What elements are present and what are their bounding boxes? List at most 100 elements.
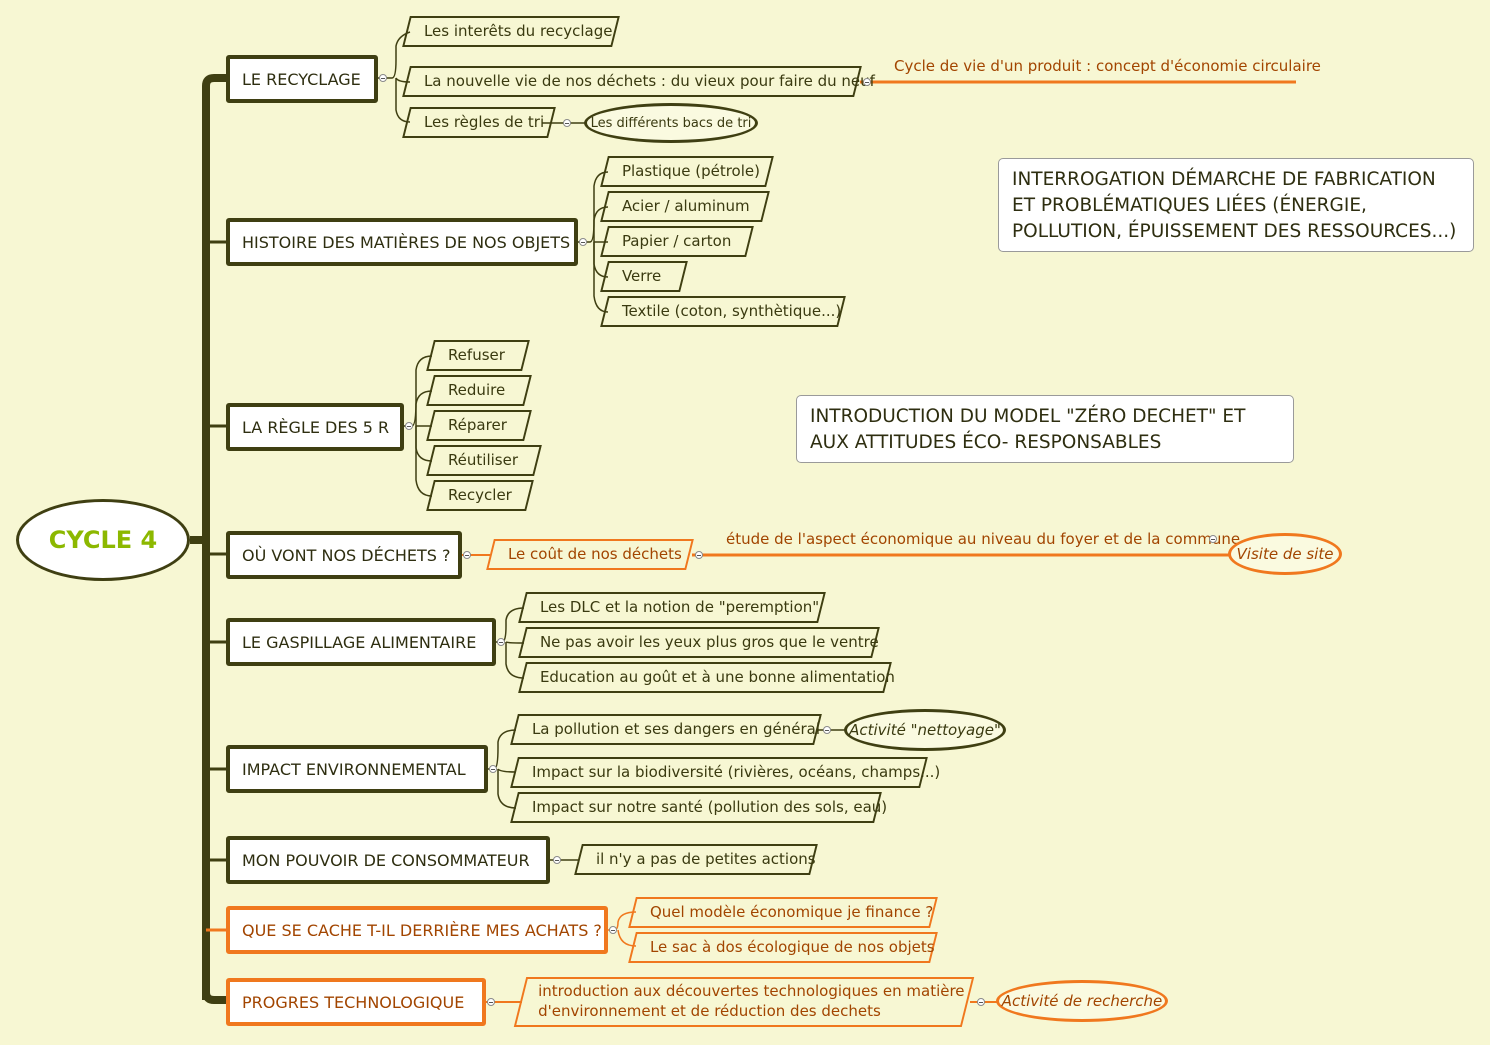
central-topic-label: CYCLE 4: [48, 526, 158, 554]
collapse-toggle-progres[interactable]: [487, 998, 495, 1006]
bubble-nettoyage-label: Activité "nettoyage": [849, 721, 1001, 739]
dechets-etude-note[interactable]: étude de l'aspect économique au niveau d…: [726, 530, 1240, 548]
collapse-toggle-regle5r[interactable]: [405, 422, 413, 430]
regle-reutiliser[interactable]: Réutiliser: [426, 445, 542, 476]
impact-pollution[interactable]: La pollution et ses dangers en général: [510, 714, 822, 745]
collapse-toggle-tri[interactable]: [563, 119, 571, 127]
branch-dechets-label: OÙ VONT NOS DÉCHETS ?: [242, 545, 451, 565]
regle-recycler[interactable]: Recycler: [426, 480, 534, 511]
recyclage-regles-tri[interactable]: Les règles de tri: [402, 107, 556, 138]
bubble-bacs-tri[interactable]: Les différents bacs de tri: [584, 103, 758, 143]
collapse-toggle-pollution[interactable]: [823, 726, 831, 734]
regle-reduire-label: Reduire: [447, 381, 506, 399]
gaspillage-dlc-label: Les DLC et la notion de "peremption": [539, 598, 820, 616]
regle-reparer[interactable]: Réparer: [426, 410, 532, 441]
achats-modele[interactable]: Quel modèle économique je finance ?: [628, 897, 938, 928]
collapse-toggle-recyclage[interactable]: [379, 74, 387, 82]
branch-achats[interactable]: QUE SE CACHE T-IL DERRIÈRE MES ACHATS ?: [226, 906, 608, 954]
achats-sac-dos-label: Le sac à dos écologique de nos objets: [649, 938, 935, 956]
note-fabrication[interactable]: INTERROGATION DÉMARCHE DE FABRICATION ET…: [998, 158, 1474, 252]
histoire-papier-label: Papier / carton: [621, 232, 732, 250]
dechets-etude-note-label: étude de l'aspect économique au niveau d…: [726, 530, 1241, 548]
recyclage-nouvelle-vie[interactable]: La nouvelle vie de nos déchets : du vieu…: [402, 66, 875, 97]
branch-gaspillage-label: LE GASPILLAGE ALIMENTAIRE: [242, 632, 477, 652]
collapse-toggle-gaspillage[interactable]: [497, 638, 505, 646]
regle-refuser[interactable]: Refuser: [426, 340, 530, 371]
achats-sac-dos[interactable]: Le sac à dos écologique de nos objets: [628, 932, 938, 963]
branch-impact[interactable]: IMPACT ENVIRONNEMENTAL: [226, 745, 488, 793]
impact-biodiversite[interactable]: Impact sur la biodiversité (rivières, oc…: [510, 757, 940, 788]
trunk-line-top: [202, 74, 228, 87]
note-fabrication-text: INTERROGATION DÉMARCHE DE FABRICATION ET…: [1012, 169, 1457, 242]
gaspillage-yeux[interactable]: Ne pas avoir les yeux plus gros que le v…: [518, 627, 880, 658]
collapse-toggle-dechets[interactable]: [463, 551, 471, 559]
branch-recyclage[interactable]: LE RECYCLAGE: [226, 55, 378, 103]
histoire-verre[interactable]: Verre: [600, 261, 688, 292]
histoire-acier[interactable]: Acier / aluminum: [600, 191, 770, 222]
regle-refuser-label: Refuser: [447, 346, 505, 364]
bubble-bacs-tri-label: Les différents bacs de tri: [590, 115, 752, 131]
gaspillage-dlc[interactable]: Les DLC et la notion de "peremption": [518, 592, 826, 623]
progres-introduction-line2: d'environnement et de réduction des dech…: [538, 1001, 881, 1020]
regle-reduire[interactable]: Reduire: [426, 375, 532, 406]
bubble-recherche-label: Activité de recherche: [1001, 992, 1163, 1010]
progres-introduction-line1: introduction aux découvertes technologiq…: [538, 982, 965, 1000]
pouvoir-petites-actions-label: il n'y a pas de petites actions: [595, 850, 816, 868]
collapse-toggle-nouvelle-vie[interactable]: [863, 78, 871, 86]
regle-reparer-label: Réparer: [447, 416, 507, 434]
gaspillage-education-label: Education au goût et à une bonne aliment…: [539, 668, 895, 686]
gaspillage-yeux-label: Ne pas avoir les yeux plus gros que le v…: [539, 633, 879, 651]
branch-recyclage-label: LE RECYCLAGE: [242, 69, 361, 89]
dechets-cout[interactable]: Le coût de nos déchets: [486, 539, 694, 570]
branch-histoire-label: HISTOIRE DES MATIÈRES DE NOS OBJETS: [242, 232, 571, 252]
branch-impact-label: IMPACT ENVIRONNEMENTAL: [242, 759, 466, 779]
cycle-vie-note[interactable]: Cycle de vie d'un produit : concept d'éc…: [894, 57, 1321, 75]
branch-regle-5r-label: LA RÈGLE DES 5 R: [242, 417, 390, 437]
recyclage-interets[interactable]: Les interêts du recyclage: [402, 16, 620, 47]
pouvoir-petites-actions[interactable]: il n'y a pas de petites actions: [574, 844, 818, 875]
trunk-line: [190, 86, 210, 1000]
recyclage-nouvelle-vie-label: La nouvelle vie de nos déchets : du vieu…: [423, 72, 875, 90]
branch-histoire[interactable]: HISTOIRE DES MATIÈRES DE NOS OBJETS: [226, 218, 578, 266]
collapse-toggle-cout[interactable]: [695, 551, 703, 559]
collapse-toggle-pouvoir[interactable]: [553, 856, 561, 864]
histoire-textile-label: Textile (coton, synthètique...): [621, 302, 842, 320]
bubble-visite-site[interactable]: Visite de site: [1228, 533, 1342, 575]
histoire-acier-label: Acier / aluminum: [621, 197, 750, 215]
collapse-toggle-achats[interactable]: [609, 926, 617, 934]
note-zero-dechet[interactable]: INTRODUCTION DU MODEL "ZÉRO DECHET" ET A…: [796, 395, 1294, 463]
branch-pouvoir-label: MON POUVOIR DE CONSOMMATEUR: [242, 850, 530, 870]
note-zero-dechet-text: INTRODUCTION DU MODEL "ZÉRO DECHET" ET A…: [810, 406, 1246, 453]
impact-sante[interactable]: Impact sur notre santé (pollution des so…: [510, 792, 888, 823]
collapse-toggle-impact[interactable]: [489, 765, 497, 773]
bubble-visite-site-label: Visite de site: [1236, 545, 1334, 563]
bubble-nettoyage[interactable]: Activité "nettoyage": [844, 709, 1006, 751]
dechets-cout-label: Le coût de nos déchets: [507, 545, 682, 563]
regle-recycler-label: Recycler: [447, 486, 512, 504]
branch-regle-5r[interactable]: LA RÈGLE DES 5 R: [226, 403, 404, 451]
branch-pouvoir[interactable]: MON POUVOIR DE CONSOMMATEUR: [226, 836, 550, 884]
recyclage-interets-label: Les interêts du recyclage: [423, 22, 613, 40]
branch-progres[interactable]: PROGRES TECHNOLOGIQUE: [226, 978, 486, 1026]
collapse-toggle-etude[interactable]: [1209, 535, 1217, 543]
branch-progres-label: PROGRES TECHNOLOGIQUE: [242, 992, 465, 1012]
histoire-plastique-label: Plastique (pétrole): [621, 162, 760, 180]
collapse-toggle-histoire[interactable]: [579, 238, 587, 246]
branch-gaspillage[interactable]: LE GASPILLAGE ALIMENTAIRE: [226, 618, 496, 666]
histoire-verre-label: Verre: [621, 267, 662, 285]
branch-achats-label: QUE SE CACHE T-IL DERRIÈRE MES ACHATS ?: [242, 920, 602, 940]
recyclage-regles-tri-label: Les règles de tri: [423, 113, 545, 131]
histoire-textile[interactable]: Textile (coton, synthètique...): [600, 296, 846, 327]
branch-dechets[interactable]: OÙ VONT NOS DÉCHETS ?: [226, 531, 462, 579]
progres-introduction[interactable]: introduction aux découvertes technologiq…: [513, 977, 975, 1027]
histoire-plastique[interactable]: Plastique (pétrole): [600, 156, 774, 187]
impact-pollution-label: La pollution et ses dangers en général: [531, 720, 821, 738]
central-topic[interactable]: CYCLE 4: [16, 499, 190, 581]
gaspillage-education[interactable]: Education au goût et à une bonne aliment…: [518, 662, 895, 693]
bubble-recherche[interactable]: Activité de recherche: [996, 980, 1168, 1022]
regle-reutiliser-label: Réutiliser: [447, 451, 519, 469]
impact-sante-label: Impact sur notre santé (pollution des so…: [531, 798, 888, 816]
histoire-papier[interactable]: Papier / carton: [600, 226, 754, 257]
collapse-toggle-introduction[interactable]: [977, 998, 985, 1006]
achats-modele-label: Quel modèle économique je finance ?: [649, 903, 934, 921]
